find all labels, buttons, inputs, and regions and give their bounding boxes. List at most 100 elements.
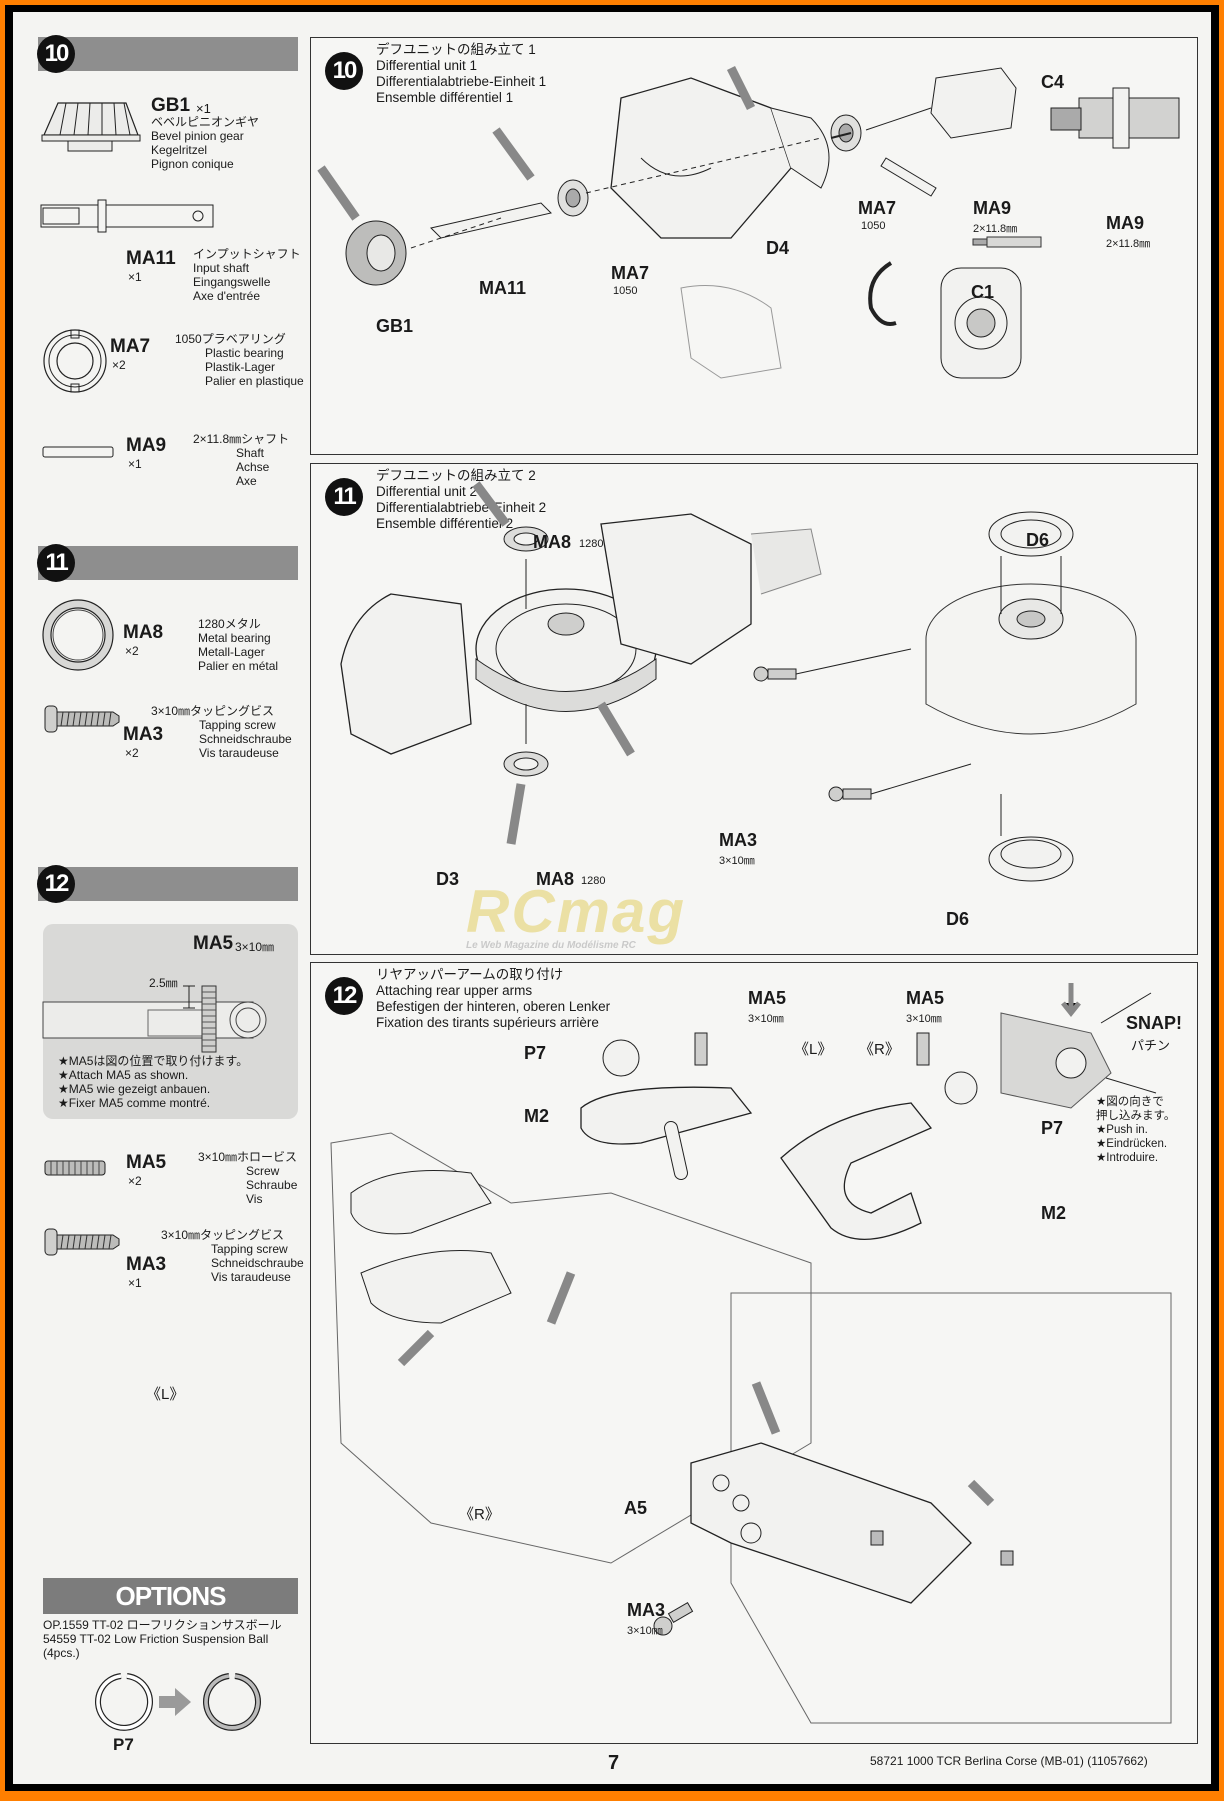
step11-parts-badge: 11: [37, 544, 75, 582]
label-left-installed: 《L》: [146, 1386, 185, 1403]
label-d6-upper: D6: [1026, 530, 1050, 550]
push-note-jp-2: 押し込みます。: [1096, 1110, 1176, 1122]
part-name-de: Metall-Lager: [198, 645, 265, 659]
options-text: OP.1559 TT-02 ローフリクションサスボール 54559 TT-02 …: [43, 1618, 282, 1660]
step10-badge: 10: [325, 52, 363, 90]
label-ma8-lower-size: 1280: [581, 875, 606, 887]
step11-panel: 11 デフユニットの組み立て 2 Differential unit 2 Dif…: [310, 463, 1198, 955]
step10-assembly-diagram: [317, 65, 1180, 379]
part-qty-ma11: ×1: [128, 270, 142, 284]
part-code-ma3-step12: MA3: [126, 1254, 167, 1275]
watermark-logo: RCmag: [466, 878, 687, 945]
push-note-fr: ★Introduire.: [1096, 1152, 1159, 1164]
part-desc-ma5: 3×10㎜ホロービス Screw Schraube Vis: [198, 1150, 297, 1206]
label-ma8-upper: MA8: [533, 532, 572, 552]
part-name-en: Plastic bearing: [205, 346, 284, 360]
title-en: Differential unit 2: [376, 484, 478, 499]
part-name-jp: ベベルピニオンギヤ: [151, 115, 260, 129]
label-ma5-left: MA5: [748, 988, 787, 1008]
callout-part-size: 3×10㎜: [235, 940, 275, 954]
step10-titles: デフユニットの組み立て 1 Differential unit 1 Differ…: [376, 42, 546, 106]
label-ma5-right: MA5: [906, 988, 945, 1008]
label-p7-right: P7: [1041, 1118, 1064, 1138]
label-ma7-lower: MA7: [611, 263, 650, 283]
label-snap-jp: パチン: [1131, 1038, 1171, 1053]
part-name-de: Schneidschraube: [199, 732, 292, 746]
part-name-fr: Vis: [246, 1192, 263, 1206]
title-fr: Ensemble différentiel 1: [376, 90, 514, 105]
plastic-bearing-icon: [43, 329, 107, 393]
label-m2-left: M2: [524, 1106, 550, 1126]
label-ma9-cutaway-size: 2×11.8㎜: [1106, 238, 1151, 250]
label-ma7-upper: MA7: [858, 198, 897, 218]
part-desc-ma3-step12: 3×10㎜タッピングビス Tapping screw Schneidschrau…: [161, 1228, 304, 1284]
part-code-gb1: GB1: [151, 95, 191, 116]
rcmag-watermark: RCmag Le Web Magazine du Modélisme RC: [466, 878, 766, 954]
step12-badge: 12: [325, 977, 363, 1015]
part-name-fr: Axe: [236, 474, 257, 488]
label-ma3: MA3: [719, 830, 758, 850]
part-name-jp: 3×10㎜タッピングビス: [161, 1228, 285, 1242]
part-qty-gb1: ×1: [196, 101, 211, 116]
title-jp: デフユニットの組み立て 1: [376, 42, 536, 57]
options-line-jp: OP.1559 TT-02 ローフリクションサスボール: [43, 1618, 282, 1632]
part-code-ma8: MA8: [123, 622, 164, 643]
step11-badge: 11: [325, 478, 363, 516]
part-name-fr: Palier en plastique: [205, 374, 304, 388]
step12-assembly-diagram: [330, 983, 1172, 1724]
step11-parts-header: [38, 546, 298, 580]
part-name-jp: 3×10㎜タッピングビス: [151, 704, 275, 718]
label-ma8-upper-size: 1280: [579, 538, 604, 550]
options-line-en: 54559 TT-02 Low Friction Suspension Ball: [43, 1632, 269, 1646]
part-name-fr: Axe d'entrée: [193, 289, 261, 303]
push-note-jp-1: ★図の向きで: [1096, 1096, 1164, 1108]
push-note-en: ★Push in.: [1096, 1124, 1148, 1136]
label-p7-left: P7: [524, 1043, 547, 1063]
push-note-de: ★Eindrücken.: [1096, 1138, 1168, 1150]
part-name-en: Screw: [246, 1164, 280, 1178]
part-name-de: Achse: [236, 460, 270, 474]
part-code-ma9: MA9: [126, 435, 167, 456]
step12-parts-header: [38, 867, 298, 901]
label-c4: C4: [1041, 72, 1065, 92]
product-info: 58721 1000 TCR Berlina Corse (MB-01) (11…: [870, 1754, 1148, 1768]
note-jp: ★MA5は図の位置で取り付けます。: [58, 1054, 249, 1068]
part-code-ma7: MA7: [110, 336, 151, 357]
part-desc-ma11: インプットシャフト Input shaft Eingangswelle Axe …: [193, 247, 301, 303]
label-ma7-lower-size: 1050: [613, 285, 638, 297]
label-ma9-cutaway: MA9: [1106, 213, 1145, 233]
step10-panel: 10 デフユニットの組み立て 1 Differential unit 1 Dif…: [310, 37, 1198, 455]
label-ma9-upper-size: 2×11.8㎜: [973, 223, 1018, 235]
tapping-screw-icon: [44, 705, 120, 733]
label-ma5-right-size: 3×10㎜: [906, 1013, 942, 1025]
part-desc-ma7: 1050プラベアリング Plastic bearing Plastik-Lage…: [175, 332, 304, 388]
step10-parts-header: [38, 37, 298, 71]
part-name-en: Bevel pinion gear: [151, 129, 244, 143]
part-qty-ma5: ×2: [128, 1174, 142, 1188]
part-name-de: Schneidschraube: [211, 1256, 304, 1270]
part-name-de: Kegelritzel: [151, 143, 208, 157]
step11-titles: デフユニットの組み立て 2 Differential unit 2 Differ…: [376, 468, 546, 532]
label-snap: SNAP!: [1126, 1013, 1183, 1033]
part-name-de: Schraube: [246, 1178, 298, 1192]
part-name-jp: インプットシャフト: [193, 247, 301, 261]
note-fr: ★Fixer MA5 comme montré.: [58, 1096, 211, 1110]
hollow-screw-icon: [44, 1160, 106, 1176]
label-d3: D3: [436, 869, 460, 889]
title-fr: Fixation des tirants supérieurs arrière: [376, 1015, 599, 1030]
title-de: Befestigen der hinteren, oberen Lenker: [376, 999, 611, 1014]
part-name-en: Tapping screw: [199, 718, 276, 732]
part-name-de: Eingangswelle: [193, 275, 271, 289]
label-ma11: MA11: [479, 278, 527, 298]
page-number: 7: [608, 1752, 620, 1774]
options-line-qty: (4pcs.): [43, 1646, 80, 1660]
step10-parts-badge: 10: [37, 35, 75, 73]
part-code-ma11: MA11: [126, 248, 176, 269]
instruction-page: 10 GB1 ×1 ベベルピニオンギヤ Bevel pinion gear Ke…: [13, 12, 1211, 1784]
step11-assembly-diagram: [340, 481, 1137, 882]
grease-tube-icon: [972, 236, 1042, 248]
title-jp: リヤアッパーアームの取り付け: [376, 967, 564, 982]
part-qty-ma7: ×2: [112, 358, 126, 372]
part-code-ma5: MA5: [126, 1152, 167, 1173]
label-ma7-upper-size: 1050: [861, 220, 886, 232]
